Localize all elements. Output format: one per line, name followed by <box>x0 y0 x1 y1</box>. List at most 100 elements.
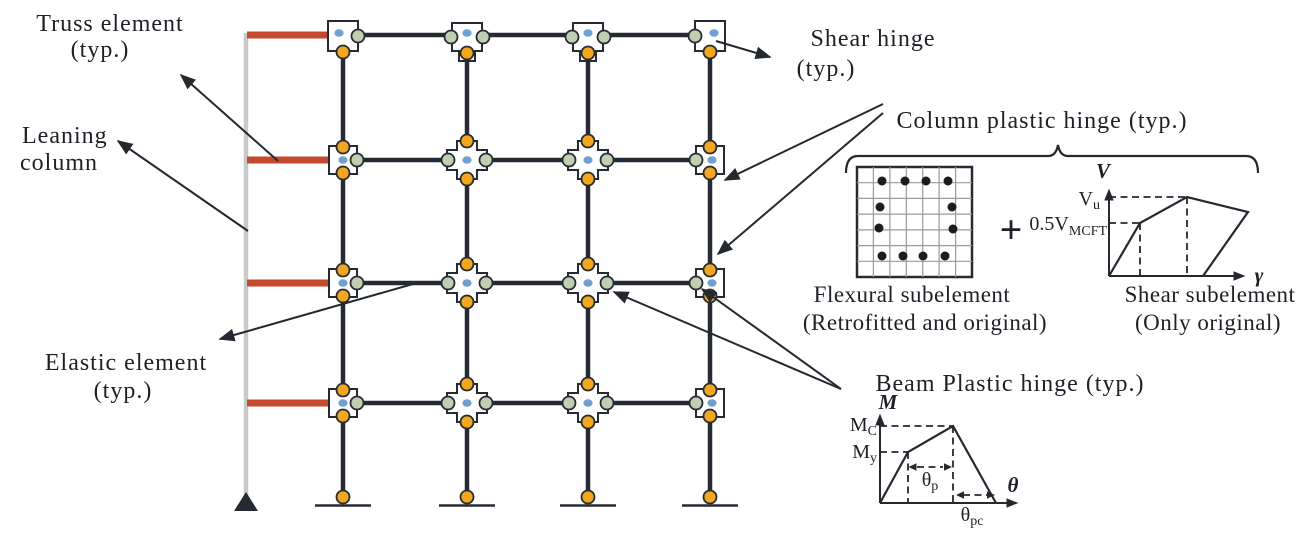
beam-plastic-hinge-dot <box>349 275 365 291</box>
moment-plot-y-axis-label: M <box>878 390 899 414</box>
joint-node <box>327 20 366 60</box>
beam-plastic-hinge-dot <box>478 152 494 168</box>
truss-element-arrow <box>179 73 279 162</box>
shear-hinge-dot <box>583 399 593 407</box>
column-plastic-hinge-dot <box>702 44 718 60</box>
rebar-dot <box>874 223 884 233</box>
column-plastic-hinge-dot <box>335 408 351 424</box>
beam-hinge-arrow-1 <box>612 291 842 390</box>
shear-hinge-label-line2: (typ.) <box>797 56 856 82</box>
joint-node <box>328 382 365 424</box>
column-plastic-hinge-dot <box>459 489 475 505</box>
joint-node <box>564 22 612 62</box>
beam-plastic-hinge-dot <box>596 29 612 45</box>
beam-plastic-hinge-dot <box>478 395 494 411</box>
beam-plastic-hinge-dot <box>561 275 577 291</box>
beam-plastic-hinge-dot <box>599 152 615 168</box>
joint-node <box>440 133 494 187</box>
vu-tick-label: Vu <box>1079 188 1100 213</box>
column-plastic-hinge-dot <box>580 133 596 149</box>
joint-node <box>561 376 615 430</box>
theta-p-arrowhead-left <box>908 463 917 471</box>
column-plastic-hinge-dot <box>335 262 351 278</box>
rebar-dot <box>947 202 957 212</box>
beam-plastic-hinge-dot <box>599 275 615 291</box>
joint-node <box>443 22 491 62</box>
shear-hinge-dot <box>583 279 593 287</box>
beam-hinge-arrow-2 <box>700 288 842 390</box>
rebar-dot <box>940 251 950 261</box>
theta-pc-arrowhead-right <box>987 491 995 499</box>
theta-p-arrowhead-right <box>944 463 952 471</box>
column-plastic-hinge-dot <box>580 45 596 61</box>
column-plastic-hinge-dot <box>459 414 475 430</box>
column-plastic-hinge-dot <box>702 262 718 278</box>
rebar-dot <box>900 176 910 186</box>
beam-plastic-hinge-dot <box>478 275 494 291</box>
fiber-section-outline <box>855 165 974 279</box>
column-plastic-hinge-dot <box>335 139 351 155</box>
rebar-dot <box>918 251 928 261</box>
joint-nodes-layer <box>327 20 726 505</box>
theta-p-label: θp <box>922 469 939 494</box>
mc-tick-label: MC <box>850 414 877 439</box>
rebar-dot <box>898 251 908 261</box>
shear-hinge-label-line1: Shear hinge <box>811 26 936 52</box>
shear-hinge-dot <box>462 156 472 164</box>
theta-pc-label: θpc <box>961 504 984 529</box>
fiber-grid-lines <box>857 167 972 277</box>
beam-plastic-hinge-dot <box>688 152 704 168</box>
rebar-dot <box>943 176 953 186</box>
joint-node <box>328 262 365 304</box>
shear-hinge-dot <box>338 279 348 287</box>
column-plastic-hinge-dot <box>580 414 596 430</box>
beam-plastic-hinge-dot <box>688 395 704 411</box>
column-plastic-hinge-dot <box>580 294 596 310</box>
beam-plastic-hinge-dot <box>599 395 615 411</box>
shear-plot-x-axis-label: γ <box>1255 263 1264 287</box>
shear-hinge-dot <box>707 156 717 164</box>
column-plastic-hinge-dot <box>335 44 351 60</box>
leaning-column-label-line1: Leaning <box>22 123 108 149</box>
plus-operator-icon: + <box>1000 207 1023 252</box>
column-plastic-hinge-dot <box>702 489 718 505</box>
rebar-dot <box>877 176 887 186</box>
joint-node <box>561 133 615 187</box>
shear-subelement-caption-line2: (Only original) <box>1135 310 1281 335</box>
elastic-element-label-line1: Elastic element <box>45 350 207 376</box>
beam-plastic-hinge-dot <box>443 29 459 45</box>
elastic-element-label-line2: (typ.) <box>94 378 153 404</box>
beam-plastic-hinge-dot <box>440 152 456 168</box>
pin-support-icon <box>234 492 258 511</box>
column-plastic-hinge-dot <box>580 171 596 187</box>
fiber-section <box>855 165 974 279</box>
shear-subelement-caption-line1: Shear subelement <box>1125 282 1296 307</box>
column-plastic-hinge-label: Column plastic hinge (typ.) <box>897 108 1188 134</box>
flexural-subelement-caption-line2: (Retrofitted and original) <box>803 310 1047 335</box>
column-plastic-hinge-dot <box>335 165 351 181</box>
column-plastic-hinge-dot <box>335 489 351 505</box>
flexural-subelement-caption-line1: Flexural subelement <box>814 282 1011 307</box>
beam-plastic-hinge-dot <box>349 152 365 168</box>
moment-plot-dashed-guides <box>880 425 954 503</box>
column-plastic-hinge-dot <box>335 382 351 398</box>
leaning-column-label-line2: column <box>20 150 98 176</box>
column-plastic-hinge-dot <box>459 133 475 149</box>
grouping-brace <box>844 144 1260 174</box>
column-hinge-arrow-2 <box>716 112 884 256</box>
beam-plastic-hinge-dot <box>687 28 703 44</box>
leaning-column-arrow <box>116 140 249 232</box>
beam-plastic-hinge-dot <box>350 28 366 44</box>
shear-hinge-dot <box>583 156 593 164</box>
shear-hinge-dot <box>334 29 344 37</box>
rebar-dot <box>877 251 887 261</box>
joint-node <box>688 262 725 304</box>
shear-hinge-dot <box>338 156 348 164</box>
joint-node <box>687 20 726 60</box>
vmcft-tick-label: 0.5VMCFT <box>1029 213 1107 239</box>
joint-node <box>688 382 725 424</box>
moment-plot-x-axis-label: θ <box>1008 473 1019 497</box>
rebar-dot <box>948 224 958 234</box>
joint-node <box>440 256 494 310</box>
